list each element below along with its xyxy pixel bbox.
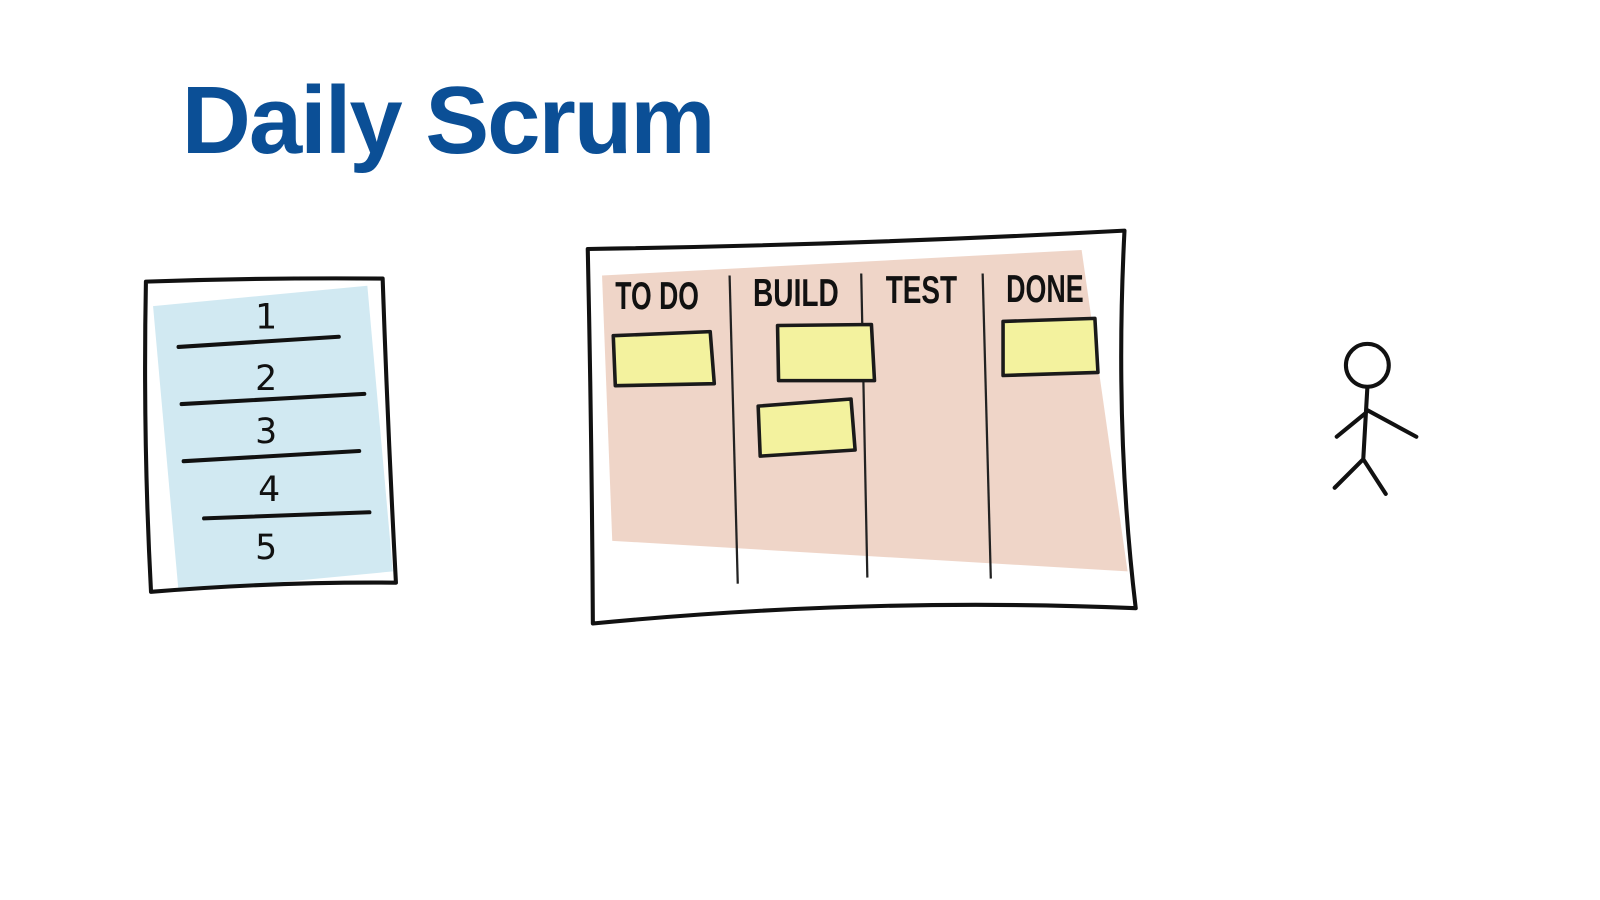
checklist-line bbox=[179, 391, 367, 407]
task-board: TO DO BUILD TEST DONE bbox=[585, 228, 1138, 626]
checklist-line bbox=[181, 448, 362, 464]
sticky-note bbox=[756, 397, 857, 458]
column-divider bbox=[728, 275, 739, 584]
sticky-note bbox=[775, 322, 877, 383]
checklist-line bbox=[176, 334, 341, 349]
checklist-document: 1 2 3 4 5 bbox=[143, 276, 398, 594]
stick-figure-icon bbox=[1332, 341, 1419, 496]
checklist-line bbox=[202, 510, 372, 521]
column-header-todo: TO DO bbox=[615, 275, 699, 318]
sticky-note bbox=[611, 329, 717, 388]
board-border bbox=[585, 228, 1138, 626]
checklist-item-2: 2 bbox=[255, 359, 277, 399]
checklist-border bbox=[143, 276, 398, 594]
checklist-item-5: 5 bbox=[255, 528, 277, 568]
column-header-done: DONE bbox=[1006, 268, 1084, 311]
checklist-item-1: 1 bbox=[255, 298, 277, 338]
checklist-item-4: 4 bbox=[258, 470, 280, 510]
column-header-test: TEST bbox=[886, 269, 958, 312]
checklist-item-3: 3 bbox=[255, 412, 277, 452]
column-divider bbox=[981, 273, 992, 579]
column-header-build: BUILD bbox=[753, 272, 839, 315]
slide-title: Daily Scrum bbox=[182, 67, 714, 174]
sticky-note bbox=[1001, 316, 1100, 378]
